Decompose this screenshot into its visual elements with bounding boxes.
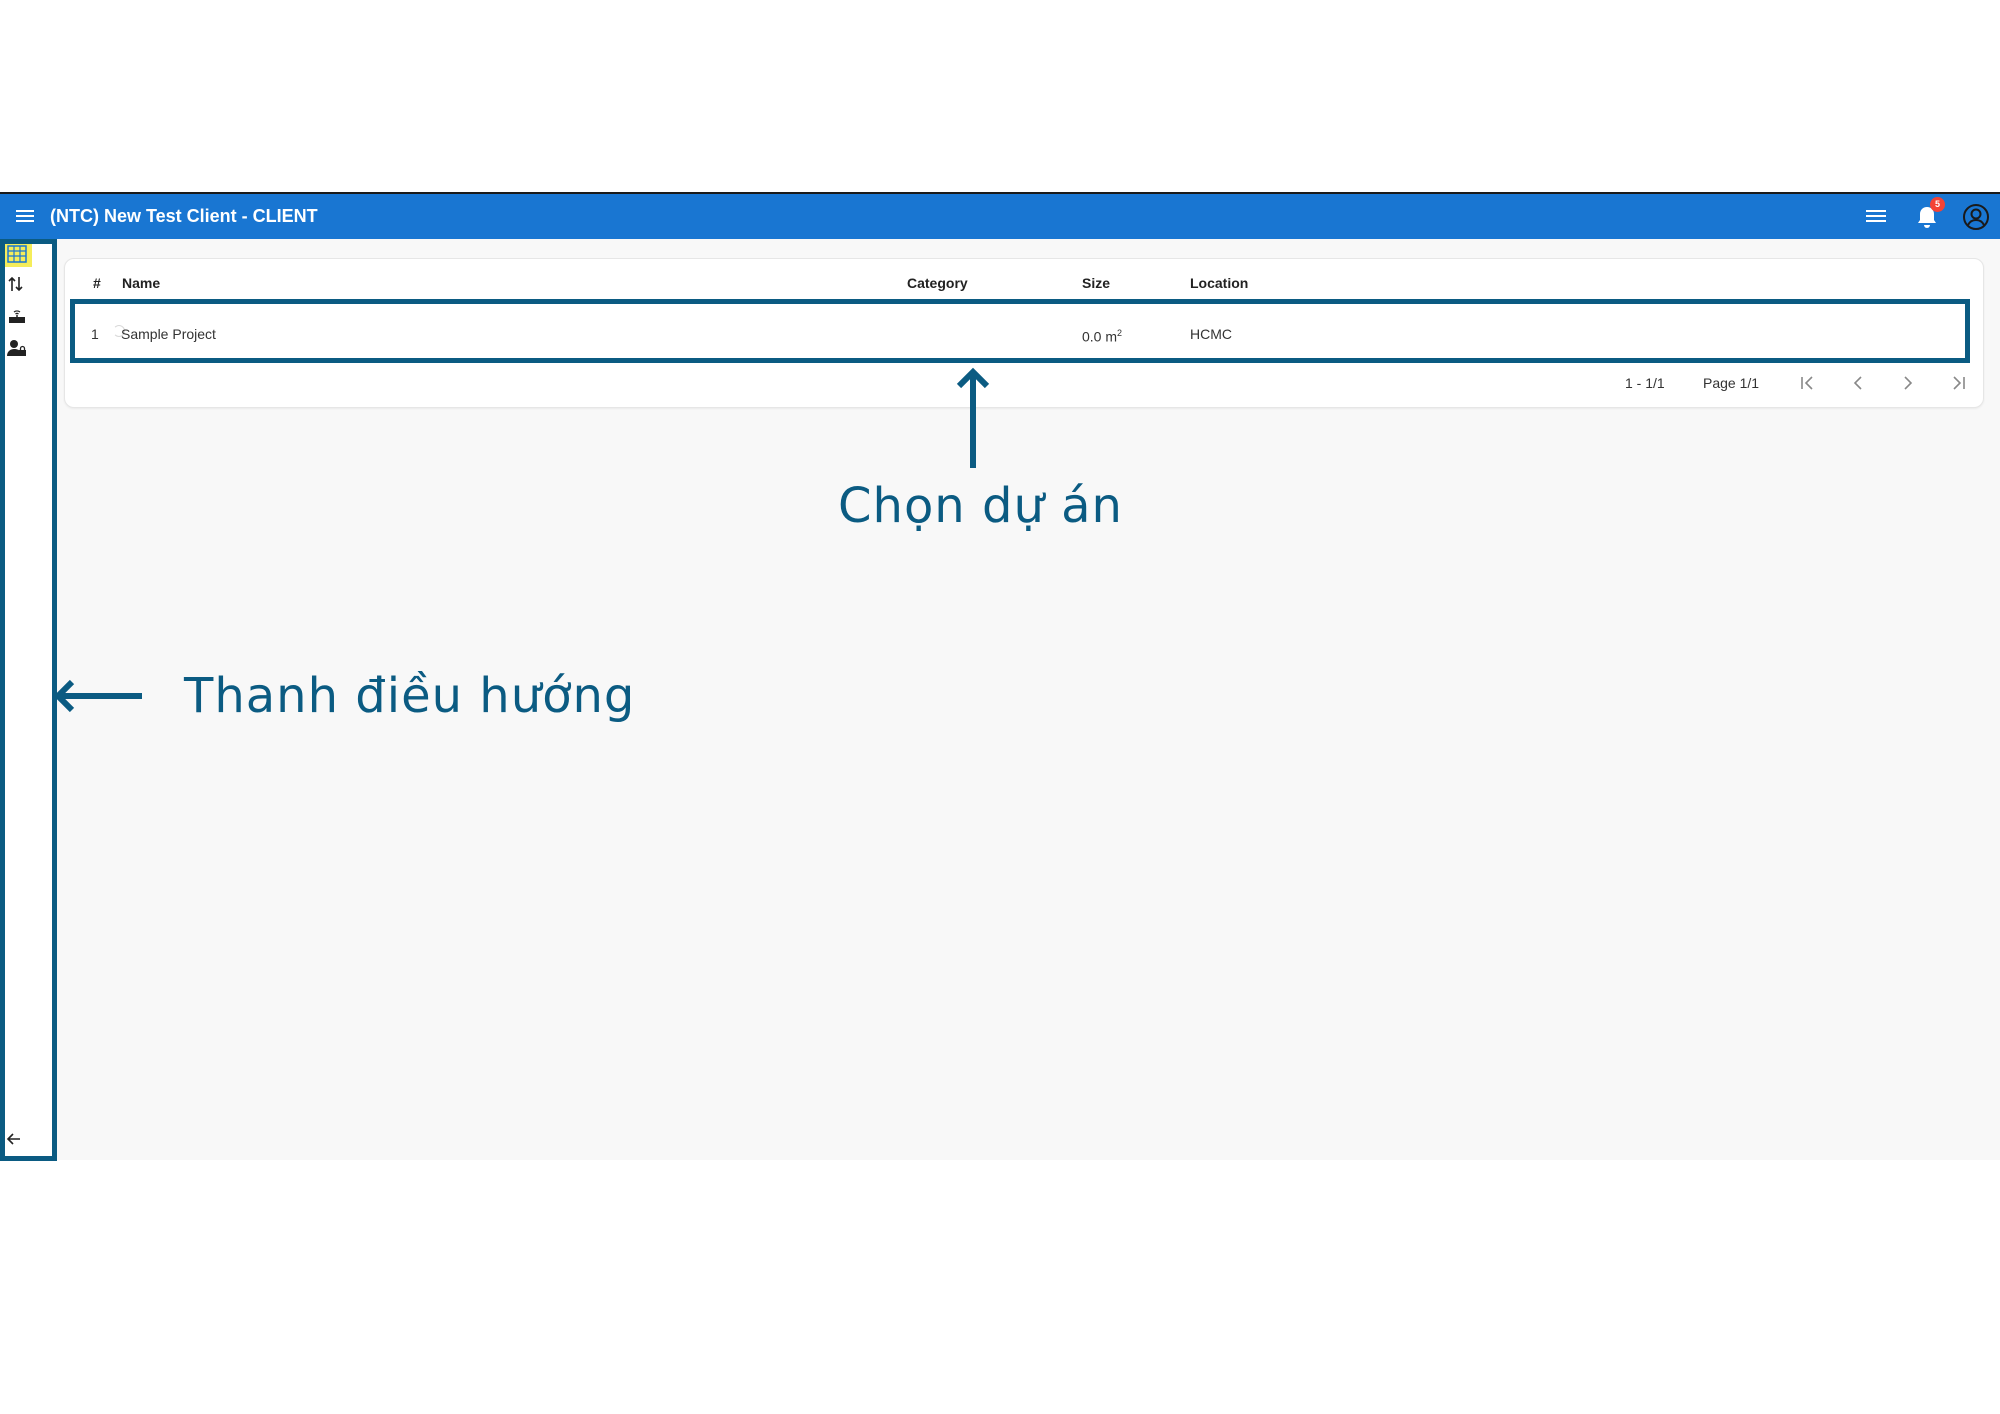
top-app-bar: (NTC) New Test Client - CLIENT 5 — [0, 192, 2000, 239]
projects-table-card: # Name Category Size Location 1 Sample P… — [64, 258, 1984, 408]
row-index: 1 — [91, 326, 99, 342]
arrow-left-icon[interactable] — [4, 1129, 24, 1149]
up-arrow-annotation — [956, 367, 990, 468]
column-header-category[interactable]: Category — [907, 275, 968, 291]
column-header-index: # — [93, 275, 101, 291]
last-page-icon[interactable] — [1947, 373, 1969, 393]
pagination-page: Page 1/1 — [1703, 375, 1760, 391]
user-lock-icon — [7, 340, 26, 356]
left-arrow-annotation — [53, 679, 142, 713]
building-grid-icon — [7, 245, 27, 263]
sidebar-item-users[interactable] — [4, 335, 32, 361]
sidebar-item-devices[interactable] — [4, 303, 32, 329]
row-highlight-box — [70, 299, 1970, 363]
next-page-icon[interactable] — [1897, 373, 1919, 393]
list-menu-icon[interactable] — [1864, 206, 1888, 226]
navigation-sidebar — [0, 239, 52, 1160]
previous-page-icon[interactable] — [1847, 373, 1869, 393]
pagination-range: 1 - 1/1 — [1625, 375, 1665, 391]
row-location: HCMC — [1190, 326, 1232, 342]
column-header-size[interactable]: Size — [1082, 275, 1111, 291]
sidebar-item-projects[interactable] — [4, 241, 32, 267]
notification-badge: 5 — [1930, 197, 1945, 212]
row-name: Sample Project — [121, 326, 216, 342]
app-window: (NTC) New Test Client - CLIENT 5 — [0, 192, 2000, 1160]
hamburger-menu-icon[interactable] — [14, 206, 36, 226]
navigation-bar-annotation: Thanh điều hướng — [184, 668, 636, 724]
router-wifi-icon — [9, 310, 25, 323]
column-header-location[interactable]: Location — [1190, 275, 1249, 291]
loading-spinner-icon — [113, 325, 125, 337]
page-title: (NTC) New Test Client - CLIENT — [50, 206, 318, 226]
select-project-annotation: Chọn dự án — [838, 478, 1123, 534]
sort-arrows-icon — [8, 276, 23, 292]
bell-icon[interactable] — [1914, 204, 1940, 230]
first-page-icon[interactable] — [1797, 373, 1819, 393]
sidebar-item-transfers[interactable] — [4, 271, 32, 297]
column-header-name[interactable]: Name — [122, 275, 161, 291]
account-circle-icon[interactable] — [1962, 203, 1990, 231]
sidebar-highlight-box — [0, 239, 57, 1161]
row-size: 0.0 m2 — [1082, 328, 1123, 345]
